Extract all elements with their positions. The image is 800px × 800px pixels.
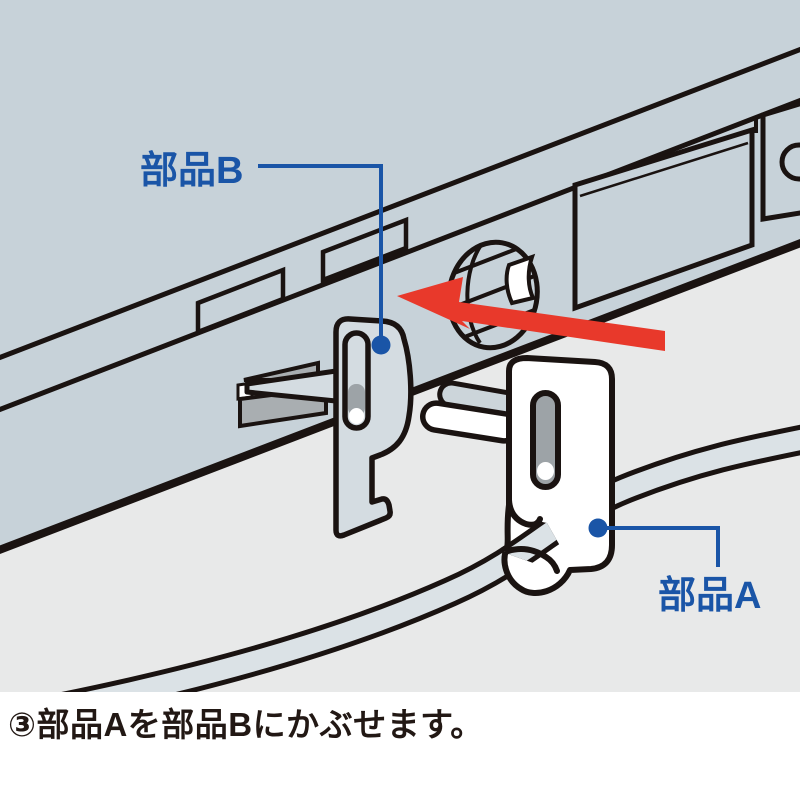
part-b-shape — [244, 316, 414, 539]
device-body — [0, 0, 800, 554]
leader-line-part-a — [601, 526, 720, 567]
device-top-crease — [0, 46, 800, 361]
part-a-hook-inner-edge — [505, 546, 560, 574]
step-caption: ③部品Aを部品Bにかぶせます。 — [8, 706, 484, 743]
part-a-slot — [533, 393, 558, 487]
panel-inner-edge — [579, 141, 749, 198]
vent-slot-2 — [320, 216, 409, 284]
rear-panel-plate — [572, 126, 755, 312]
cable — [61, 424, 800, 692]
label-part-a: 部品A — [658, 575, 761, 617]
callout-part-a: 部品A — [588, 518, 761, 617]
connector-notch — [504, 253, 536, 306]
side-panel-port — [779, 142, 800, 182]
callout-part-b: 部品B — [140, 150, 391, 355]
device-lower-crease — [0, 97, 800, 413]
caption-background — [0, 692, 800, 800]
part-a-hook-tip — [506, 497, 543, 528]
vent-slot-1 — [195, 266, 286, 336]
red-direction-arrow-icon — [397, 277, 665, 351]
leader-dot-icon — [588, 518, 608, 538]
label-part-b: 部品B — [140, 150, 243, 192]
leader-dot-icon — [371, 335, 391, 355]
device-panel — [0, 0, 800, 549]
leader-line-part-b — [258, 164, 383, 340]
